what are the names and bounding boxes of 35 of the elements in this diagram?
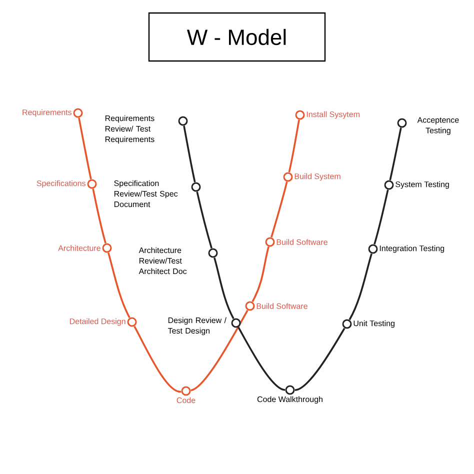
step-label: Build Software [276,239,328,245]
step-label: Requirements Review/ Test Requirements [105,115,154,144]
curve-segment [288,120,300,172]
title-box: W - Model [148,12,326,62]
step-label: Unit Testing [354,320,394,328]
step-label: Specifications [36,180,86,188]
curve-segment [389,128,402,180]
curve-segment [348,254,372,320]
curve-segment [78,118,92,180]
step-label: Architecture Review/Test Architect Doc [138,247,187,274]
step-label: Detailed Design [70,318,126,326]
curve-segment [92,188,106,244]
curve-segment [252,246,270,302]
curve-segment [196,192,212,248]
step-label: Code Walkthrough [257,396,322,404]
step-label: Install Sysytem [306,111,360,119]
curve-segment [183,126,196,182]
step-label: Integration Testing [380,245,444,253]
step-label: Specification Review/Test Spec Document [114,180,178,208]
step-label: Acceptence Testing [417,117,459,135]
step-label: Design Review / Test Design [168,317,226,336]
curve-segment [134,326,182,393]
step-label: Requirements [22,109,72,117]
curve-segment [190,310,248,392]
curve-segment [108,252,130,318]
step-label: Architecture [58,245,100,251]
step-label: Code [176,397,196,404]
curve-segment [214,258,234,320]
step-label: Build Software [256,303,308,309]
curve-segment [294,328,346,391]
curve-segment [238,326,286,391]
step-label: System Testing [396,181,449,189]
curve-segment [270,182,288,238]
curve-segment [374,190,389,245]
step-label: Build System [294,173,340,181]
